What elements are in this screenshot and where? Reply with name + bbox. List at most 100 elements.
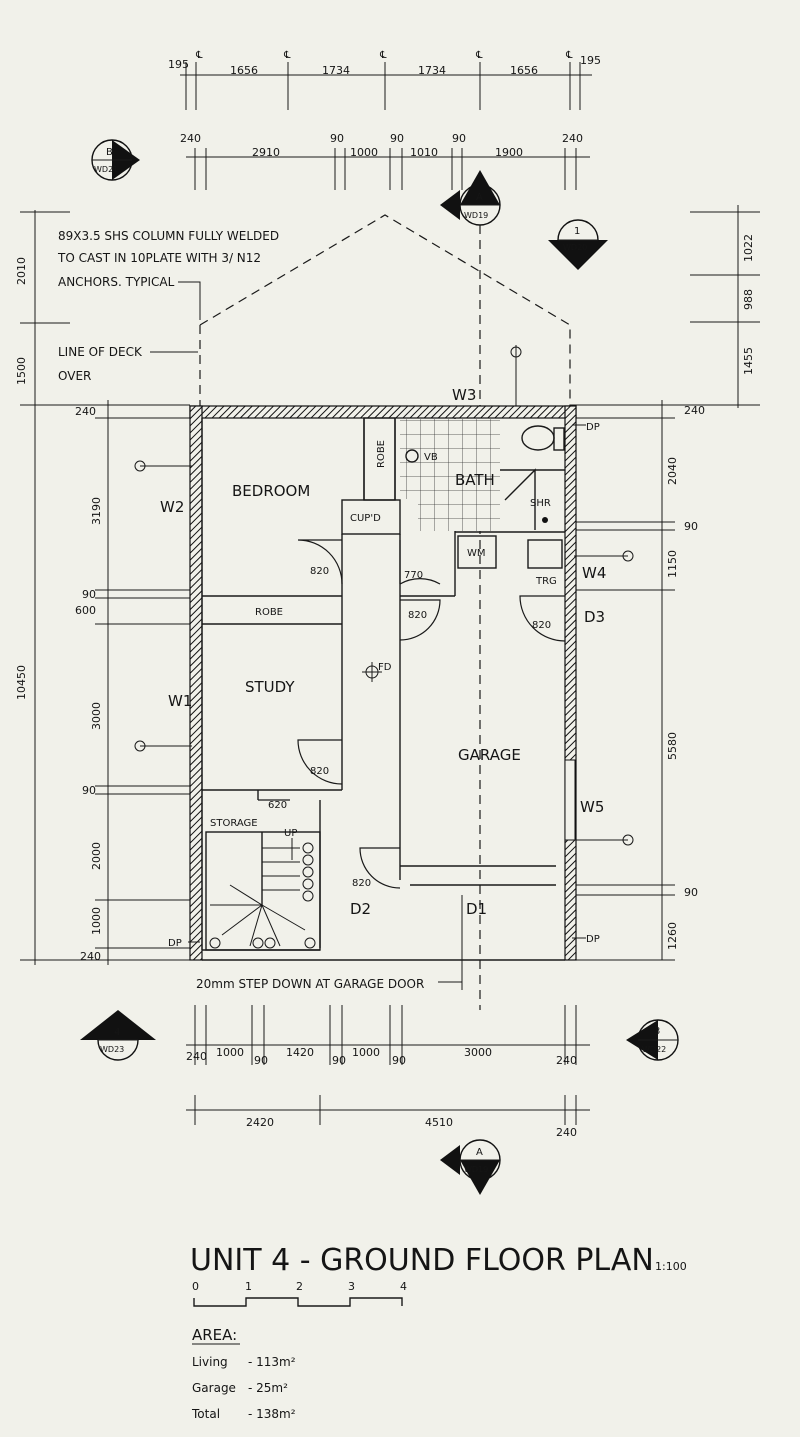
svg-text:988: 988	[742, 289, 755, 310]
plan-scale: 1:100	[655, 1260, 687, 1273]
svg-text:Garage: Garage	[192, 1381, 236, 1395]
svg-text:Living: Living	[192, 1355, 228, 1369]
svg-text:3: 3	[654, 1026, 660, 1037]
svg-text:Total: Total	[191, 1407, 220, 1421]
svg-text:OVER: OVER	[58, 369, 91, 383]
svg-text:1260: 1260	[666, 922, 679, 950]
svg-text:UP: UP	[284, 828, 297, 839]
storage-label: STORAGE	[210, 818, 258, 829]
shr-label: SHR	[530, 498, 551, 509]
bottom-dimension-chain-2: 2420 4510 240	[186, 1095, 590, 1139]
svg-text:89X3.5 SHS COLUMN FULLY WELDED: 89X3.5 SHS COLUMN FULLY WELDED	[58, 229, 279, 243]
svg-text:1734: 1734	[418, 64, 446, 77]
cupboard-label: CUP'D	[350, 513, 381, 524]
svg-text:DP: DP	[168, 938, 182, 949]
svg-text:1022: 1022	[742, 234, 755, 262]
room-labels: BEDROOM BATH STUDY GARAGE STORAGE ROBE R…	[210, 440, 557, 829]
svg-text:ANCHORS. TYPICAL: ANCHORS. TYPICAL	[58, 275, 175, 289]
svg-text:90: 90	[390, 132, 404, 145]
wm-label: WM	[467, 548, 486, 559]
vb-label: VB	[424, 452, 438, 463]
trg-label: TRG	[535, 576, 557, 587]
title-block: UNIT 4 - GROUND FLOOR PLAN 1:100 0 1 2 3…	[190, 1243, 687, 1421]
svg-text:B: B	[106, 147, 113, 158]
svg-text:D1: D1	[466, 900, 487, 918]
svg-text:600: 600	[75, 604, 96, 617]
svg-text:90: 90	[254, 1054, 268, 1067]
svg-text:- 113m²: - 113m²	[248, 1355, 296, 1369]
svg-text:LINE OF DECK: LINE OF DECK	[58, 345, 143, 359]
svg-text:2000: 2000	[90, 842, 103, 870]
svg-text:WD19: WD19	[464, 1165, 488, 1174]
svg-text:90: 90	[330, 132, 344, 145]
section-marker-1: 1 WD20	[548, 219, 608, 270]
svg-text:2040: 2040	[666, 457, 679, 485]
svg-text:820: 820	[352, 878, 371, 889]
svg-text:1420: 1420	[286, 1046, 314, 1059]
svg-text:240: 240	[556, 1054, 577, 1067]
top-dimension-chain-2: 240 2910 90 1000 90 1010 90 1900 240	[180, 132, 590, 190]
robe-lower-label: ROBE	[255, 607, 283, 618]
section-marker-a-top: A WD19	[440, 170, 501, 226]
svg-text:3000: 3000	[90, 702, 103, 730]
bedroom-label: BEDROOM	[232, 482, 310, 500]
svg-text:W3: W3	[452, 386, 476, 404]
deck-note: LINE OF DECK OVER	[58, 345, 198, 383]
svg-text:WD20: WD20	[563, 243, 587, 252]
section-marker-4: 4 WD23	[80, 1010, 156, 1061]
svg-text:240: 240	[180, 132, 201, 145]
svg-text:1: 1	[245, 1280, 252, 1293]
svg-text:DP: DP	[586, 934, 600, 945]
svg-text:4510: 4510	[425, 1116, 453, 1129]
svg-text:℄: ℄	[565, 50, 573, 61]
svg-text:820: 820	[408, 610, 427, 621]
svg-text:W1: W1	[168, 692, 192, 710]
bath-fixtures	[405, 425, 565, 569]
svg-text:2010: 2010	[15, 257, 28, 285]
svg-text:1656: 1656	[230, 64, 258, 77]
svg-text:- 25m²: - 25m²	[248, 1381, 288, 1395]
svg-text:- 138m²: - 138m²	[248, 1407, 296, 1421]
svg-text:10450: 10450	[15, 665, 28, 700]
plan-title: UNIT 4 - GROUND FLOOR PLAN	[190, 1243, 654, 1278]
svg-text:3000: 3000	[464, 1046, 492, 1059]
svg-text:90: 90	[452, 132, 466, 145]
door-width-labels: 820 770 820 820 820 820 620	[268, 566, 551, 889]
svg-text:770: 770	[404, 570, 423, 581]
svg-text:FD: FD	[378, 662, 392, 673]
svg-text:℄: ℄	[475, 50, 483, 61]
deck-outline	[199, 214, 571, 1010]
svg-text:TO CAST IN 10PLATE WITH 3/ N12: TO CAST IN 10PLATE WITH 3/ N12	[57, 251, 261, 265]
svg-text:4: 4	[114, 1027, 120, 1038]
svg-text:AREA:: AREA:	[192, 1326, 237, 1344]
svg-text:90: 90	[684, 520, 698, 533]
svg-text:4: 4	[400, 1280, 407, 1293]
svg-text:1900: 1900	[495, 146, 523, 159]
svg-text:90: 90	[82, 784, 96, 797]
svg-text:WD22: WD22	[642, 1045, 666, 1054]
svg-text:0: 0	[192, 1280, 199, 1293]
svg-text:620: 620	[268, 800, 287, 811]
svg-text:1150: 1150	[666, 550, 679, 578]
top-dimension-chain-1: 195 1656 1734 1734 1656 195 ℄℄ ℄℄ ℄	[168, 50, 601, 110]
svg-text:3190: 3190	[90, 497, 103, 525]
section-marker-b: B WD21	[91, 139, 140, 181]
svg-text:WD23: WD23	[100, 1045, 124, 1054]
svg-text:2420: 2420	[246, 1116, 274, 1129]
svg-text:WD21: WD21	[94, 165, 118, 174]
svg-text:1000: 1000	[350, 146, 378, 159]
svg-text:1: 1	[574, 226, 580, 237]
svg-text:195: 195	[168, 58, 189, 71]
svg-text:90: 90	[684, 886, 698, 899]
svg-text:WD19: WD19	[464, 211, 488, 220]
svg-text:90: 90	[332, 1054, 346, 1067]
svg-text:1734: 1734	[322, 64, 350, 77]
svg-text:W4: W4	[582, 564, 606, 582]
svg-text:240: 240	[186, 1050, 207, 1063]
svg-text:90: 90	[392, 1054, 406, 1067]
svg-text:240: 240	[684, 404, 705, 417]
left-dimension-chain: 2010 1500 240 3190 90 600 3000 90 2000 1…	[15, 210, 190, 965]
svg-text:1656: 1656	[510, 64, 538, 77]
svg-text:D3: D3	[584, 608, 605, 626]
